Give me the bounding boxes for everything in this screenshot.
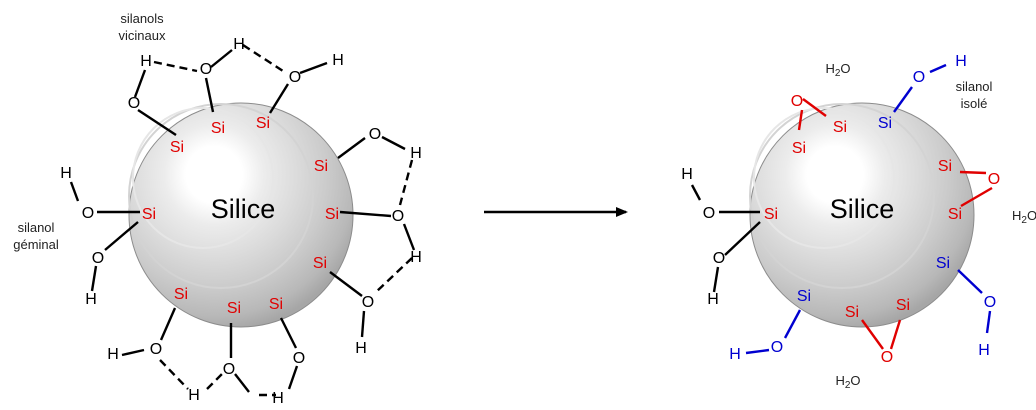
right-panel: Silice Si Si xyxy=(681,53,1036,391)
si-atom: Si xyxy=(313,255,327,272)
o-atom: O xyxy=(369,126,381,143)
o-atom: O xyxy=(82,205,94,222)
left-panel: Silice xyxy=(13,11,422,407)
vicinal-silanols-label-line2: vicinaux xyxy=(119,28,166,43)
si-atom: Si xyxy=(314,158,328,175)
o-atom: O xyxy=(713,250,725,267)
h-atom: H xyxy=(272,390,284,405)
silanol-h-atom: H xyxy=(978,342,990,359)
silanol-o-atom: O xyxy=(771,339,783,356)
bridging-o-atom: O xyxy=(791,93,803,110)
o-atom: O xyxy=(92,250,104,267)
si-isolated-atom: Si xyxy=(878,115,892,132)
water-molecule-label-clipped: H2O xyxy=(1012,208,1036,226)
left-si-atoms: Si Si Si Si Si Si Si Si Si Si xyxy=(142,115,339,317)
right-silica-sphere xyxy=(749,102,975,328)
right-sphere-label: Silice xyxy=(830,194,895,224)
o-atom: O xyxy=(150,341,162,358)
h-atom: H xyxy=(410,145,422,162)
h-atom: H xyxy=(332,52,344,69)
h-atom: H xyxy=(233,36,245,53)
si-atom: Si xyxy=(792,140,806,157)
si-atom: Si xyxy=(174,286,188,303)
si-atom: Si xyxy=(170,139,184,156)
si-atom: Si xyxy=(142,206,156,223)
si-atom: Si xyxy=(833,119,847,136)
bridging-o-atom: O xyxy=(988,171,1000,188)
o-atom: O xyxy=(293,350,305,367)
silanol-h-atom: H xyxy=(955,53,967,70)
h-atom: H xyxy=(355,340,367,357)
isolated-silanol-label-line2: isolé xyxy=(961,96,988,111)
si-isolated-atom: Si xyxy=(936,255,950,272)
o-atom: O xyxy=(223,361,235,378)
silanol-o-atom: O xyxy=(913,69,925,86)
water-molecule-label: H2O xyxy=(825,61,850,79)
left-sphere-label: Silice xyxy=(211,194,276,224)
o-atom: O xyxy=(200,61,212,78)
siloxane-bridges xyxy=(797,98,993,350)
si-atom: Si xyxy=(896,297,910,314)
h-atom: H xyxy=(85,291,97,308)
silanol-o-atom: O xyxy=(984,294,996,311)
o-atom: O xyxy=(703,205,715,222)
left-h-atoms: H H H H H H H H H H H xyxy=(60,36,422,407)
si-atom: Si xyxy=(256,115,270,132)
h-atom: H xyxy=(60,165,72,182)
h-atom: H xyxy=(681,166,693,183)
right-si-atoms: Si Si Si Si Si Si Si Si Si Si xyxy=(764,115,962,321)
o-atom: O xyxy=(362,294,374,311)
vicinal-silanols-label: silanols xyxy=(120,11,164,26)
si-atom: Si xyxy=(227,300,241,317)
right-o-atoms: O O O O O O O O xyxy=(703,69,1000,366)
left-o-atoms: O O O O O O O O O O O xyxy=(82,61,404,378)
bridging-o-atom: O xyxy=(881,349,893,366)
h-atom: H xyxy=(188,387,200,404)
isolated-silanol-bonds xyxy=(745,63,992,355)
o-atom: O xyxy=(392,208,404,225)
h-atom: H xyxy=(707,291,719,308)
si-atom: Si xyxy=(764,206,778,223)
si-atom: Si xyxy=(845,304,859,321)
si-atom: Si xyxy=(938,158,952,175)
silanol-h-atom: H xyxy=(729,346,741,363)
left-bonds xyxy=(69,43,416,397)
water-molecule-label: H2O xyxy=(835,373,860,391)
si-isolated-atom: Si xyxy=(797,288,811,305)
si-atom: Si xyxy=(211,120,225,137)
h-atom: H xyxy=(140,53,152,70)
geminal-silanol-label-line2: géminal xyxy=(13,237,59,252)
right-h-atoms: H H H H H xyxy=(681,53,990,363)
o-atom: O xyxy=(128,95,140,112)
si-atom: Si xyxy=(948,206,962,223)
h-atom: H xyxy=(107,346,119,363)
isolated-silanol-label: silanol xyxy=(956,79,993,94)
geminal-silanol-label: silanol xyxy=(18,220,55,235)
si-atom: Si xyxy=(269,296,283,313)
o-atom: O xyxy=(289,69,301,86)
h-atom: H xyxy=(410,249,422,266)
left-silica-sphere xyxy=(128,102,354,328)
right-geminal-bonds xyxy=(690,184,761,293)
si-atom: Si xyxy=(325,206,339,223)
